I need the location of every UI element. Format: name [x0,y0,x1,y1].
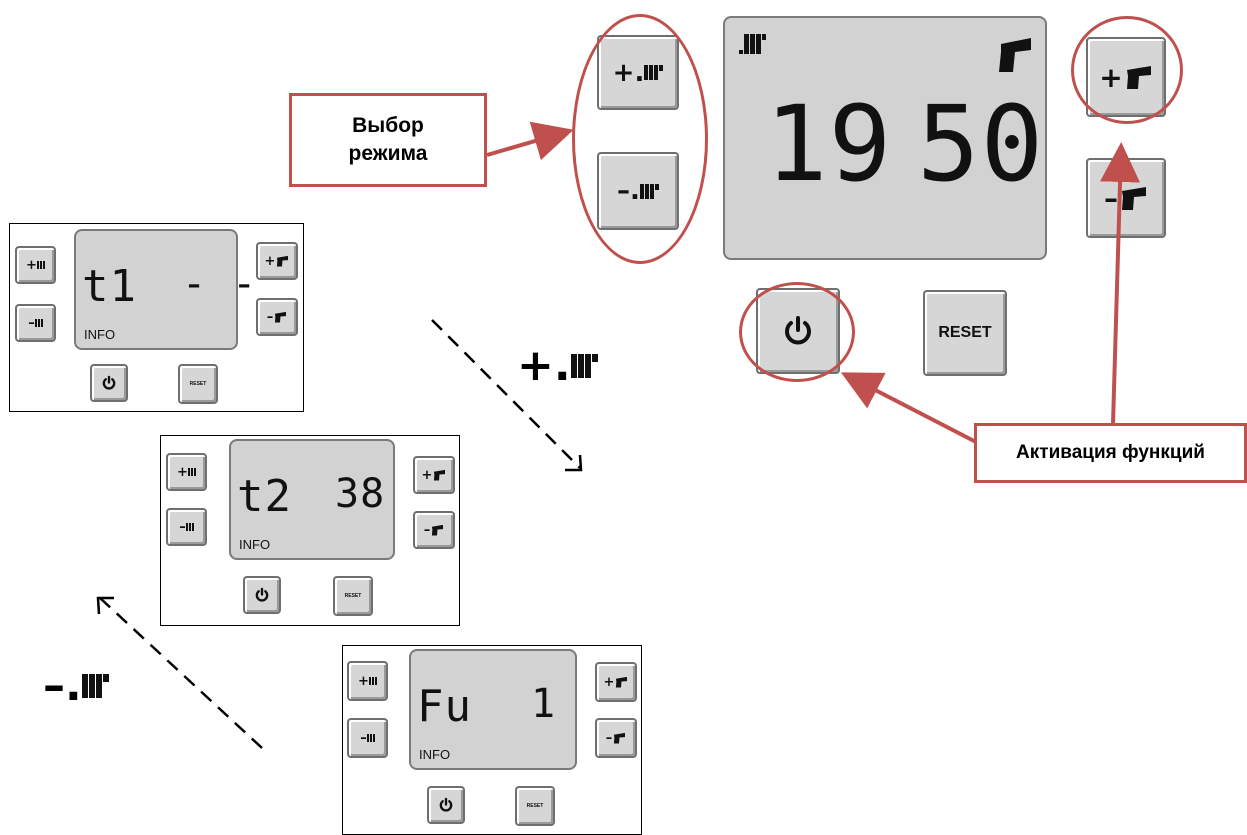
plus-heating-button[interactable]: + [166,453,207,491]
forward-plus-heating-symbol: +. [517,340,598,391]
power-icon [439,797,453,812]
mode-select-text: Выбор режима [348,114,428,165]
tap-icon [277,255,289,267]
minus-dhw-button[interactable]: – [413,511,455,549]
reset-label: RESET [189,381,207,387]
parameter-value: 1 [531,681,557,727]
parameter-code: t2 [237,471,292,522]
radiator-icon [739,34,766,54]
radiator-icon [34,319,43,327]
tap-icon [616,676,628,688]
tap-icon [1122,187,1146,210]
plus-dhw-button[interactable]: + [413,456,455,494]
info-label: INFO [239,537,271,552]
dhw-temperature-value: 50 [917,83,1045,205]
tap-icon [999,38,1031,72]
radiator-icon [185,523,194,531]
backward-dashed-arrow [99,597,263,749]
radiator-icon [366,734,375,742]
dhw-plus-highlight-ring [1071,16,1183,124]
minus-dhw-button[interactable]: – [256,298,298,336]
step-panel-t1: + – t1 - - INFO + – RESET [9,223,304,412]
tap-icon [434,469,446,481]
parameter-code: Fu [417,681,472,732]
lcd-display: t2 38 INFO [229,439,395,560]
power-highlight-ring [739,282,855,382]
heating-temperature-value: 19 [765,83,893,205]
plus-dhw-button[interactable]: + [256,242,298,280]
step-panel-fu: + – Fu 1 INFO + – RESET [342,645,642,835]
radiator-icon [570,353,598,378]
backward-sign: –. [43,660,82,711]
reset-label: RESET [938,324,992,341]
minus-heating-button[interactable]: – [347,718,388,758]
info-label: INFO [419,747,451,762]
power-button[interactable] [90,364,128,402]
forward-sign: +. [517,340,571,391]
reset-button[interactable]: RESET [178,364,218,404]
step-panel-t2: + – t2 38 INFO + – RESET [160,435,460,626]
power-activation-arrow [840,372,977,444]
radiator-icon [81,673,109,698]
reset-button[interactable]: RESET [515,786,555,826]
lcd-display: Fu 1 INFO [409,649,577,770]
minus-dhw-sign: – [1104,181,1118,215]
function-activation-text: Активация функций [1016,442,1205,463]
mode-select-callout: Выбор режима [289,93,487,187]
reset-button[interactable]: RESET [333,576,373,616]
parameter-code: t1 [82,261,137,312]
main-lcd-display: 19 50 [723,16,1047,260]
backward-minus-heating-symbol: –. [43,660,109,711]
power-icon [255,587,269,602]
dhw-activation-arrow [1100,142,1141,425]
reset-label: RESET [344,593,362,599]
minus-heating-button[interactable]: – [166,508,207,546]
radiator-icon [368,677,377,685]
plus-heating-button[interactable]: + [15,246,56,284]
function-activation-callout: Активация функций [974,423,1247,483]
tap-icon [614,732,626,744]
mode-select-arrow [486,121,574,161]
radiator-icon [36,261,45,269]
info-label: INFO [84,327,116,342]
lcd-display: t1 - - INFO [74,229,256,350]
plus-dhw-button[interactable]: + [595,662,637,702]
minus-dhw-button[interactable]: – [595,718,637,758]
reset-button[interactable]: RESET [923,290,1007,376]
tap-icon [432,524,444,536]
forward-dashed-arrow [431,319,581,469]
plus-heating-button[interactable]: + [347,661,388,701]
reset-label: RESET [526,803,544,809]
power-button[interactable] [243,576,281,614]
power-button[interactable] [427,786,465,824]
radiator-icon [187,468,196,476]
power-icon [102,375,116,390]
tap-icon [275,311,287,323]
parameter-value: - - [182,261,258,307]
minus-heating-button[interactable]: – [15,304,56,342]
parameter-value: 38 [335,471,386,517]
